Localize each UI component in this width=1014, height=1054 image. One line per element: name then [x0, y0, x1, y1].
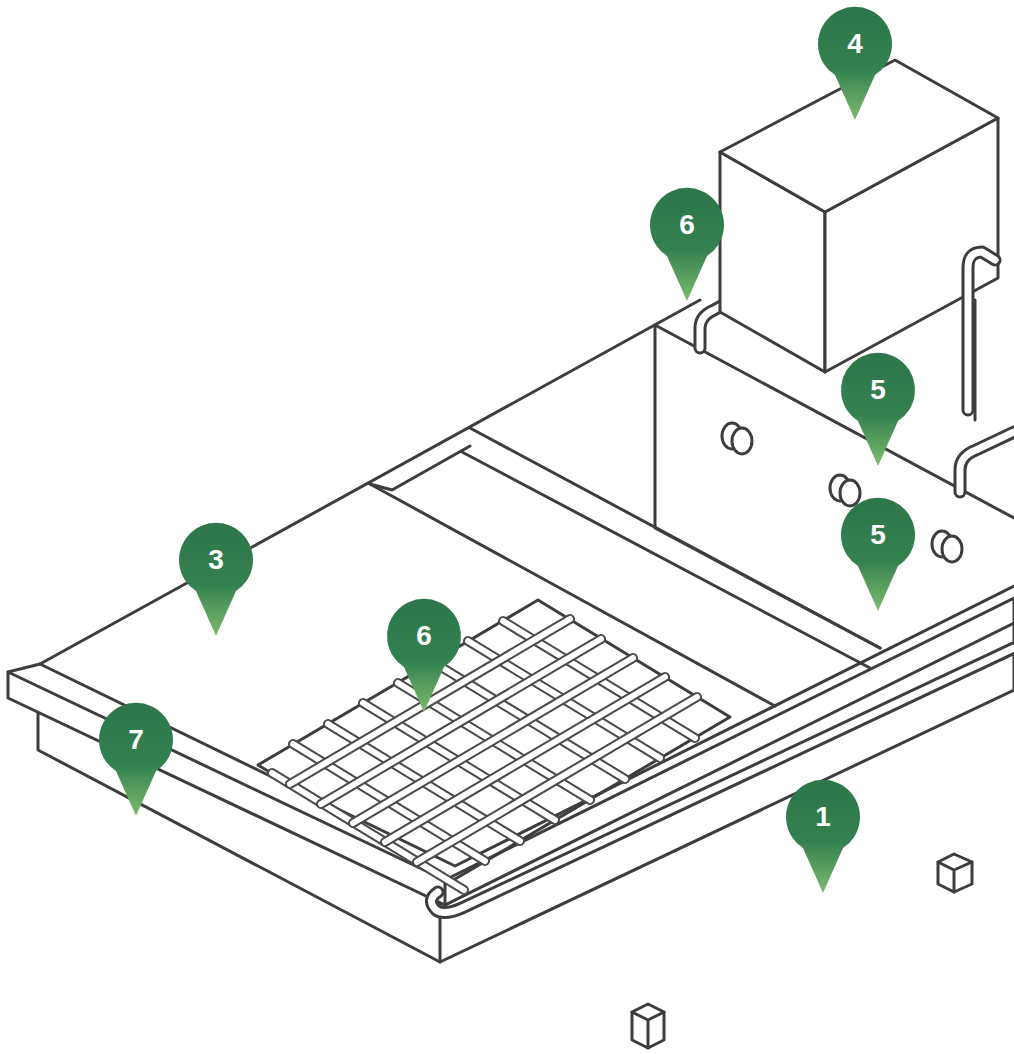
tank-rim: [8, 598, 1014, 905]
callout-pins: [99, 7, 915, 893]
callout-pin: [179, 523, 253, 636]
callout-number: 4: [818, 7, 892, 81]
tank-body: [8, 586, 1014, 962]
callout-number: 6: [387, 599, 461, 673]
leg-edge: [938, 862, 972, 892]
divider-wedge: [370, 446, 470, 490]
leg-shape: [938, 854, 972, 892]
callout-number: 6: [650, 188, 724, 262]
callout-pin: [841, 353, 915, 466]
callout-pin: [387, 599, 461, 712]
callout-pin: [650, 188, 724, 301]
mesh-grid: [258, 600, 730, 890]
callout-number: 1: [786, 780, 860, 854]
leg-edge: [632, 1012, 664, 1048]
tank-leg: [632, 854, 972, 1048]
callout-number: 3: [179, 523, 253, 597]
callout-pin: [786, 780, 860, 893]
leg-shape: [632, 1004, 664, 1048]
callout-pin: [99, 703, 173, 816]
callout-pin: [841, 498, 915, 611]
pipe: [960, 252, 1014, 492]
callout-number: 5: [841, 498, 915, 572]
callout-number: 7: [99, 703, 173, 777]
callout-number: 5: [841, 353, 915, 427]
callout-pin: [818, 7, 892, 120]
